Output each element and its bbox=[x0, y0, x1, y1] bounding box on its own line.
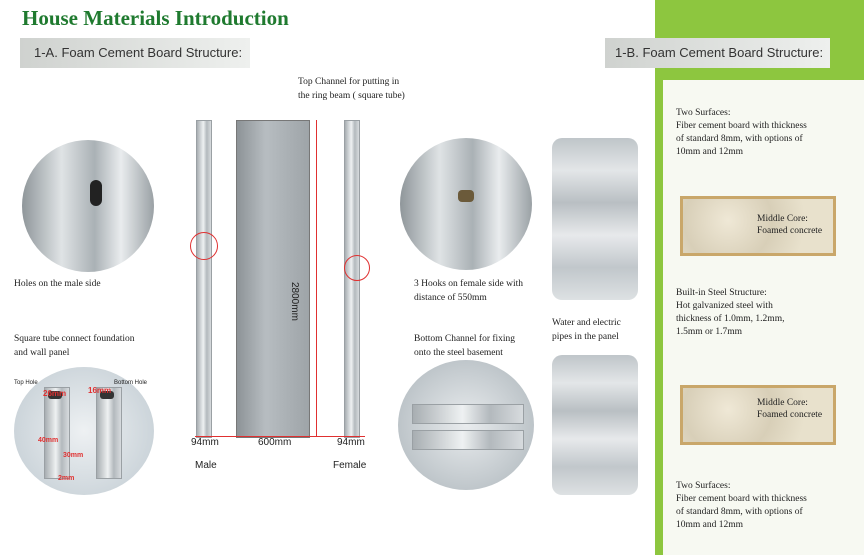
page-title: House Materials Introduction bbox=[22, 6, 289, 30]
male-hole-highlight bbox=[190, 232, 218, 260]
dim-40mm: 40mm bbox=[38, 437, 59, 444]
steel-2: Hot galvanized steel with bbox=[676, 301, 773, 311]
right-banner-text: 1-B. Foam Cement Board Structure: bbox=[615, 45, 824, 60]
left-section-banner: 1-A. Foam Cement Board Structure: bbox=[20, 38, 250, 68]
dim-16mm: 16mm bbox=[88, 386, 112, 395]
female-hooks-photo bbox=[400, 138, 532, 270]
width-panel-label: 600mm bbox=[258, 437, 292, 448]
steel-3: thickness of 1.0mm, 1.2mm, bbox=[676, 314, 785, 324]
female-hook-highlight bbox=[344, 255, 370, 281]
steel-4: 1.5mm or 1.7mm bbox=[676, 327, 742, 337]
dim-2mm: 2mm bbox=[58, 475, 75, 482]
dim-26mm: 26mm bbox=[43, 389, 67, 398]
bottom-channel-label-1: Bottom Channel for fixing bbox=[414, 334, 516, 344]
male-post bbox=[196, 120, 212, 438]
bottom-hole-label: Bottom Hole bbox=[114, 380, 148, 386]
top-hole-label: Top Hole bbox=[14, 380, 38, 386]
surfaces-bottom-2: Fiber cement board with thickness bbox=[676, 494, 807, 504]
green-panel-inner bbox=[663, 80, 864, 555]
width-male-label: 94mm bbox=[191, 437, 219, 448]
width-dimension-line bbox=[195, 436, 365, 437]
square-tube-label-2: and wall panel bbox=[14, 348, 70, 358]
panel-cross-section-bottom bbox=[680, 385, 836, 445]
right-section-banner: 1-B. Foam Cement Board Structure: bbox=[605, 38, 830, 68]
female-label: Female bbox=[333, 460, 367, 471]
panel-stack-photo bbox=[552, 138, 638, 300]
surfaces-top-2: Fiber cement board with thickness bbox=[676, 121, 807, 131]
core-bottom-2: Foamed concrete bbox=[757, 410, 823, 420]
surfaces-bottom-3: of standard 8mm, with options of bbox=[676, 507, 803, 517]
surfaces-bottom-4: 10mm and 12mm bbox=[676, 520, 744, 530]
top-channel-label-2: the ring beam ( square tube) bbox=[298, 91, 405, 101]
top-channel-label-1: Top Channel for putting in bbox=[298, 77, 400, 87]
left-banner-text: 1-A. Foam Cement Board Structure: bbox=[34, 45, 243, 60]
hooks-label-1: 3 Hooks on female side with bbox=[414, 279, 523, 289]
male-holes-photo bbox=[22, 140, 154, 272]
surfaces-top-3: of standard 8mm, with options of bbox=[676, 134, 803, 144]
surfaces-top-1: Two Surfaces: bbox=[676, 108, 731, 118]
dim-30mm: 30mm bbox=[63, 452, 84, 459]
surfaces-top-4: 10mm and 12mm bbox=[676, 147, 744, 157]
steel-1: Built-in Steel Structure: bbox=[676, 288, 767, 298]
height-dimension-line bbox=[316, 120, 317, 436]
square-tube-label-1: Square tube connect foundation bbox=[14, 334, 135, 344]
pipes-panel-photo bbox=[552, 355, 638, 495]
bottom-channel-photo bbox=[398, 360, 534, 490]
surfaces-bottom-1: Two Surfaces: bbox=[676, 481, 731, 491]
pipes-label-2: pipes in the panel bbox=[552, 332, 619, 342]
core-top-2: Foamed concrete bbox=[757, 226, 823, 236]
holes-label: Holes on the male side bbox=[14, 279, 101, 289]
core-top-1: Middle Core: bbox=[757, 214, 808, 224]
panel-cross-section-top bbox=[680, 196, 836, 256]
bottom-channel-label-2: onto the steel basement bbox=[414, 348, 503, 358]
core-bottom-1: Middle Core: bbox=[757, 398, 808, 408]
width-female-label: 94mm bbox=[337, 437, 365, 448]
hooks-label-2: distance of 550mm bbox=[414, 293, 487, 303]
height-label: 2800mm bbox=[289, 282, 300, 321]
male-label: Male bbox=[195, 460, 217, 471]
pipes-label-1: Water and electric bbox=[552, 318, 621, 328]
square-tube-photo bbox=[14, 367, 154, 495]
foam-panel bbox=[236, 120, 310, 438]
